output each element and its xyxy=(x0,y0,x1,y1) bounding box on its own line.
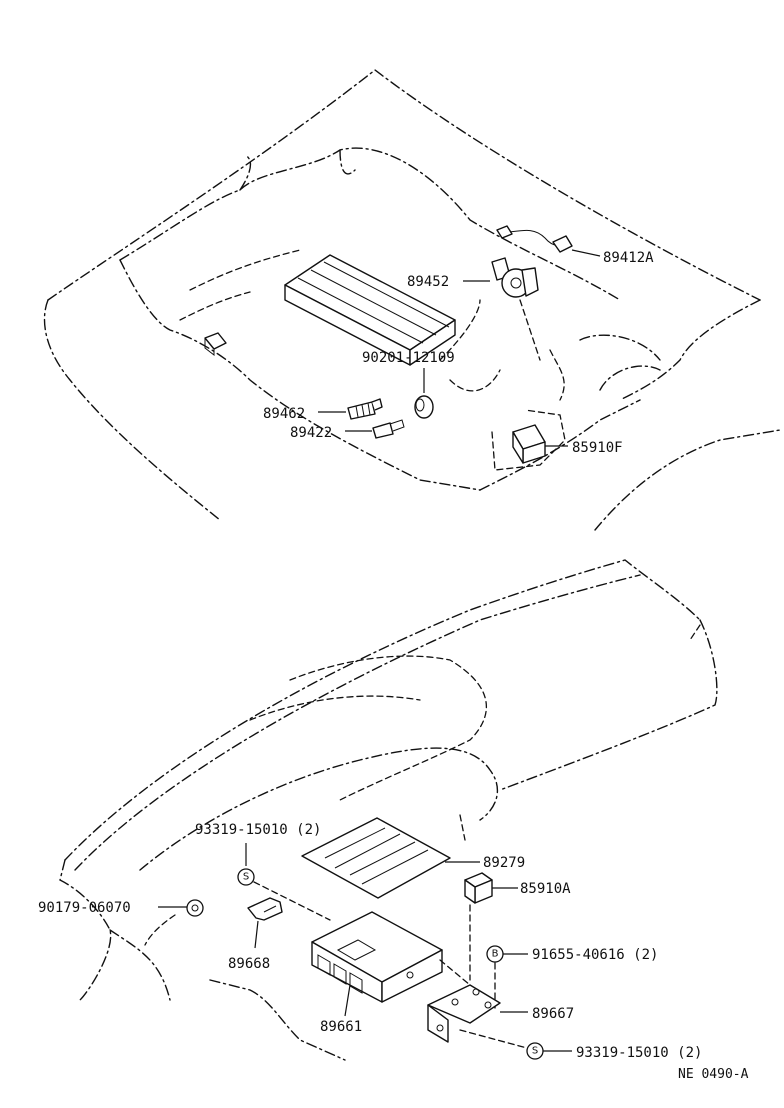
marker-b: B xyxy=(492,949,499,960)
bolt-marker-b: B xyxy=(486,945,528,1009)
marker-s-upper: S xyxy=(243,872,249,883)
part-label-89452: 89452 xyxy=(407,274,449,290)
part-label-89462: 89462 xyxy=(263,406,305,422)
screw-marker-upper: S xyxy=(237,843,331,921)
part-label-89412A: 89412A xyxy=(603,250,654,266)
part-label-85910A: 85910A xyxy=(520,881,571,897)
ecu-89661 xyxy=(311,911,471,1017)
screw-marker-lower: S xyxy=(459,1029,572,1060)
relay-85910A xyxy=(464,872,518,981)
relay-85910F xyxy=(491,409,568,471)
plate-89279 xyxy=(301,817,480,899)
nut-90179 xyxy=(144,899,204,946)
part-label-93319-15010-upper: 93319-15010 (2) xyxy=(195,822,321,838)
dashboard-outline xyxy=(59,559,718,1061)
part-label-90201-12109: 90201-12109 xyxy=(362,350,455,366)
part-label-89279: 89279 xyxy=(483,855,525,871)
throttle-position-sensor xyxy=(463,257,539,298)
engine-component-box xyxy=(284,254,456,366)
sensor-89462 xyxy=(318,398,383,420)
marker-s-lower: S xyxy=(532,1046,538,1057)
washer-90201 xyxy=(414,368,434,419)
sensor-89422 xyxy=(345,419,405,439)
bracket-89667 xyxy=(427,984,528,1043)
sensor-wire-89412A xyxy=(496,225,601,257)
part-label-89422: 89422 xyxy=(290,425,332,441)
part-label-93319-15010-lower: 93319-15010 (2) xyxy=(576,1045,702,1061)
left-bracket-detail xyxy=(204,332,227,357)
figure-code: NE 0490-A xyxy=(678,1067,749,1082)
part-label-90179-06070: 90179-06070 xyxy=(38,900,131,916)
part-label-91655-40616: 91655-40616 (2) xyxy=(532,947,658,963)
engine-compartment-outline xyxy=(43,69,781,531)
part-label-85910F: 85910F xyxy=(572,440,623,456)
part-label-89667: 89667 xyxy=(532,1006,574,1022)
part-label-89661: 89661 xyxy=(320,1019,362,1035)
part-label-89668: 89668 xyxy=(228,956,270,972)
bracket-89668 xyxy=(247,897,283,949)
